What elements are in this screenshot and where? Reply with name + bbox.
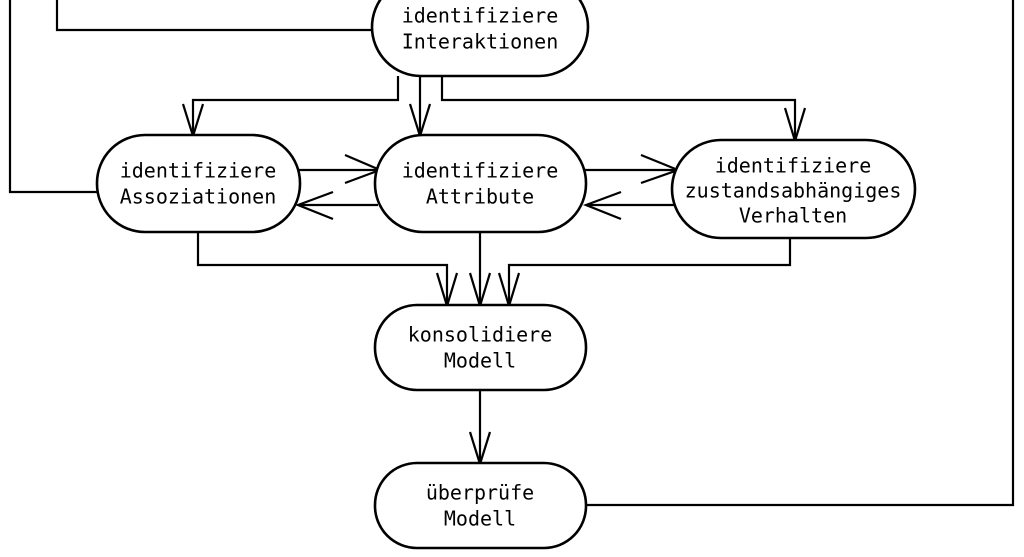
node-ueberpruefe-modell[interactable]: überprüfe Modell: [373, 461, 588, 550]
node-identifiziere-interaktionen[interactable]: identifiziere Interaktionen: [370, 0, 590, 78]
edge-interaktionen-to-zustandsverhalten: [440, 76, 797, 141]
node-identifiziere-zustandsabhaengiges-verhalten[interactable]: identifiziere zustandsabhängiges Verhalt…: [670, 138, 917, 240]
node-konsolidiere-modell[interactable]: konsolidiere Modell: [373, 303, 588, 392]
edge-zustandsverhalten-to-konsolidiere: [507, 237, 792, 306]
node-label-interaktionen-line2: Interaktionen: [402, 30, 559, 54]
node-shape-konsolidiere: [373, 303, 588, 392]
node-shape-zustandsverhalten: [670, 138, 917, 240]
arrowhead-attribute-to-assoziationen: [294, 190, 334, 221]
node-label-interaktionen-line1: identifiziere: [402, 4, 559, 28]
arrowhead-zustandsverhalten-to-attribute: [582, 190, 622, 221]
node-shape-interaktionen: [370, 0, 590, 78]
edge-ueberpruefe-feedback-right: [584, 0, 1015, 507]
node-label-attribute-line1: identifiziere: [402, 159, 559, 183]
node-label-konsolidiere-line2: Modell: [444, 349, 516, 373]
node-label-konsolidiere-line1: konsolidiere: [408, 323, 553, 347]
edge-interaktionen-feedback-left: [55, 0, 374, 32]
edge-assoziationen-feedback-left: [8, 0, 100, 194]
node-shape-attribute: [373, 133, 588, 234]
edge-assoziationen-to-konsolidiere: [196, 231, 449, 306]
node-label-zustandsverhalten-line2: zustandsabhängiges: [685, 179, 902, 203]
node-shape-ueberpruefe: [373, 461, 588, 550]
node-label-assoziationen-line1: identifiziere: [120, 159, 277, 183]
node-shape-assoziationen: [95, 133, 302, 234]
node-identifiziere-attribute[interactable]: identifiziere Attribute: [373, 133, 588, 234]
node-label-ueberpruefe-line1: überprüfe: [426, 481, 534, 505]
node-identifiziere-assoziationen[interactable]: identifiziere Assoziationen: [95, 133, 302, 234]
node-label-zustandsverhalten-line1: identifiziere: [715, 154, 872, 178]
node-label-zustandsverhalten-line3: Verhalten: [739, 204, 847, 228]
node-label-attribute-line2: Attribute: [426, 185, 534, 209]
node-label-assoziationen-line2: Assoziationen: [120, 185, 277, 209]
node-label-ueberpruefe-line2: Modell: [444, 507, 516, 531]
edge-interaktionen-to-assoziationen: [191, 76, 400, 136]
